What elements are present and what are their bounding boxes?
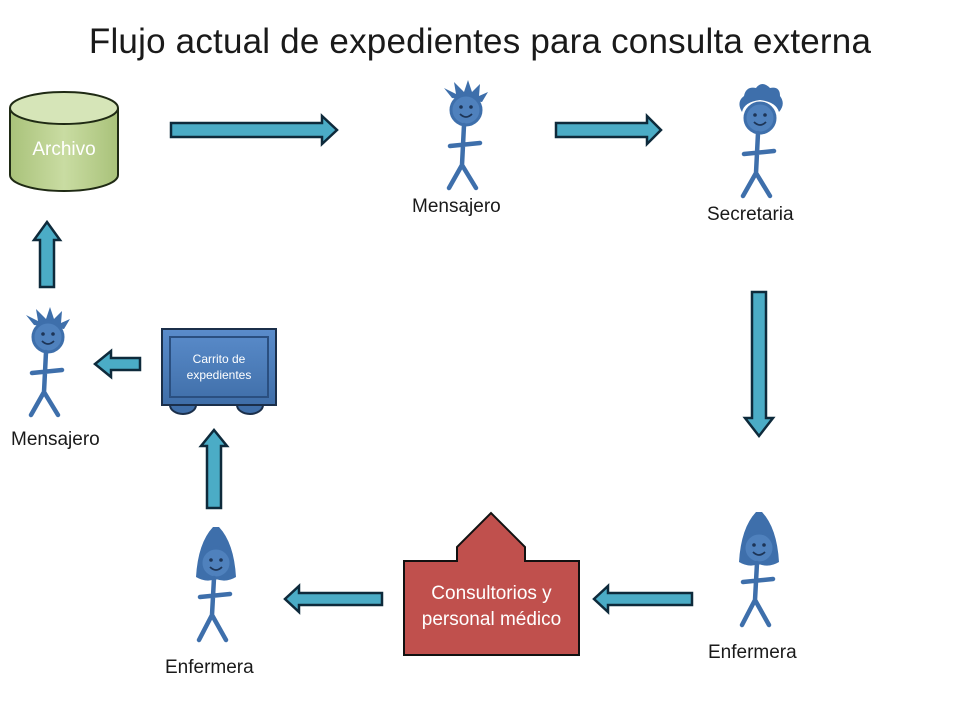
person-long-hair-icon (196, 527, 236, 643)
messenger-top-label: Mensajero (412, 196, 501, 217)
messenger-left-label: Mensajero (11, 429, 100, 450)
arrow-archive-to-messenger (169, 113, 339, 147)
arrow-nurse-to-consultorios (592, 583, 694, 615)
person-spiky-hair-icon (26, 307, 70, 418)
arrow-consultorios-to-nurse (283, 583, 384, 615)
consultorios-label: Consultorios y personal médico (421, 583, 562, 630)
nurse-left-label: Enfermera (165, 657, 254, 678)
nurse-right-label: Enfermera (708, 642, 797, 663)
cart-label: Carrito de expedientes (186, 352, 252, 382)
cart-icon (161, 328, 277, 415)
archive-cylinder (9, 91, 119, 192)
arrow-messenger-to-archive (31, 219, 63, 289)
person-long-hair-icon (739, 512, 779, 628)
arrow-nurse-to-cart (198, 428, 230, 510)
person-spiky-hair-icon (444, 80, 488, 191)
arrow-secretary-to-nurse (742, 290, 776, 439)
page-title: Flujo actual de expedientes para consult… (88, 22, 872, 61)
consultorios-callout (403, 511, 580, 656)
archive-label: Archivo (32, 139, 96, 160)
arrow-cart-to-messenger (93, 348, 142, 380)
person-curly-hair-icon (739, 84, 783, 199)
arrow-messenger-to-secretary (554, 112, 663, 148)
secretary-label: Secretaria (707, 204, 794, 225)
